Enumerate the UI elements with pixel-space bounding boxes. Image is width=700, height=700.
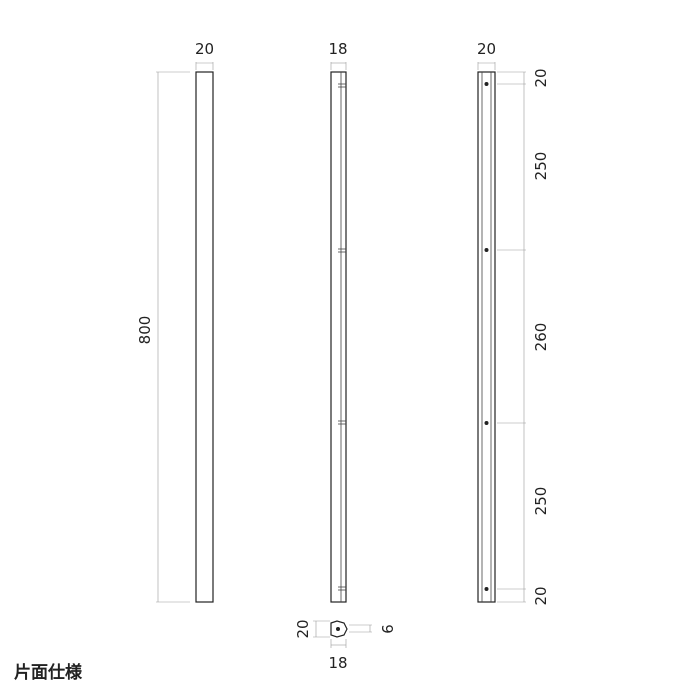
back-screw-hole — [484, 587, 489, 591]
side-bar — [330, 71, 347, 603]
side-width-label: 18 — [328, 40, 347, 58]
back-screw-hole — [484, 248, 489, 252]
back-width-label: 20 — [477, 40, 496, 58]
caption-label: 片面仕様 — [14, 663, 82, 683]
side-screw-markers — [338, 83, 346, 591]
section-view: 20 18 9 — [294, 619, 396, 672]
section-width-label: 18 — [328, 654, 347, 672]
front-view: 20 800 — [136, 40, 214, 603]
front-bar — [195, 71, 214, 603]
back-spacing-label-bottom: 20 — [532, 586, 550, 605]
back-view: 20 20 250 260 250 20 — [477, 40, 550, 606]
back-spacing-label-upper: 250 — [532, 152, 550, 181]
back-screw-hole — [484, 421, 489, 425]
front-height-label: 800 — [136, 316, 154, 345]
section-height-label: 20 — [294, 619, 312, 638]
back-bar — [477, 71, 496, 603]
back-spacing-label-top: 20 — [532, 68, 550, 87]
side-view: 18 — [328, 40, 348, 603]
back-spacing-label-middle: 260 — [532, 323, 550, 352]
section-screw-hole — [336, 627, 340, 631]
section-depth-label: 9 — [378, 624, 396, 634]
section-profile — [330, 620, 348, 638]
back-spacing-label-lower: 250 — [532, 487, 550, 516]
front-width-label: 20 — [195, 40, 214, 58]
back-screw-hole — [484, 82, 489, 86]
